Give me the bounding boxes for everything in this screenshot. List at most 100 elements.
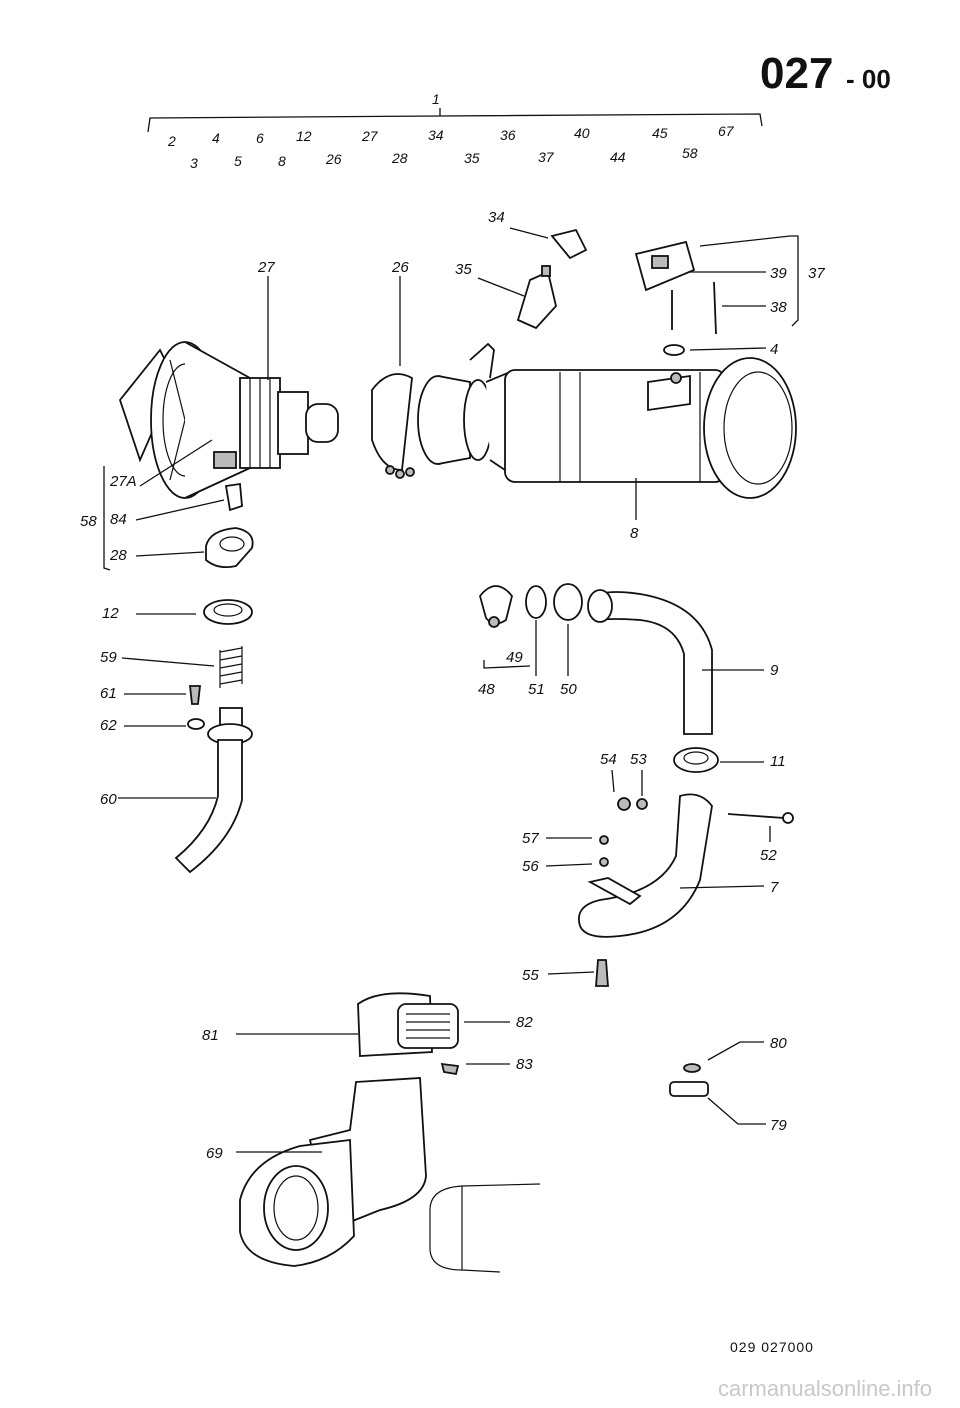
mount-plate <box>647 374 691 412</box>
label-27a: 27A <box>109 473 137 490</box>
exchanger-outlet <box>703 357 797 499</box>
part-49-bolt <box>488 616 500 628</box>
header-number: 12 <box>296 128 312 144</box>
header-number: 28 <box>391 150 408 166</box>
label-12: 12 <box>102 605 119 622</box>
label-9: 9 <box>770 662 779 679</box>
part-38-rod <box>713 281 717 335</box>
part-26-clamp <box>371 373 413 471</box>
part-54-nut <box>617 797 631 811</box>
label-84: 84 <box>110 511 127 528</box>
label-59: 59 <box>100 649 117 666</box>
part-62-washer <box>187 718 205 730</box>
header-number: 2 <box>167 133 176 149</box>
label-79: 79 <box>770 1117 787 1134</box>
header-number: 27 <box>361 128 379 144</box>
part-80-washer <box>683 1063 701 1073</box>
part-79-sensor <box>669 1081 709 1097</box>
header-number: 3 <box>190 155 198 171</box>
header-number: 58 <box>682 145 698 161</box>
label-57: 57 <box>522 830 539 847</box>
part-57-nut <box>599 835 609 845</box>
part-56-washer <box>599 857 609 867</box>
part-labels: 34 35 26 27 39 37 38 4 27A 58 84 28 8 12… <box>80 209 825 1162</box>
label-26: 26 <box>391 259 409 276</box>
label-27: 27 <box>257 259 275 276</box>
label-28: 28 <box>109 547 127 564</box>
part-61-screw <box>188 685 202 705</box>
fan-mount-tab <box>213 451 237 469</box>
header-row-2: 3 5 8 26 28 35 37 44 58 <box>190 145 698 171</box>
part-83-screw <box>440 1062 460 1076</box>
label-8: 8 <box>630 525 639 542</box>
heater-outline <box>429 1183 541 1273</box>
part-53-nut <box>636 798 648 810</box>
watermark: carmanualsonline.info <box>718 1376 932 1401</box>
part-51-ring <box>525 585 547 619</box>
part-9-elbow-pipe <box>588 591 713 735</box>
label-55: 55 <box>522 967 539 984</box>
label-81: 81 <box>202 1027 219 1044</box>
label-52: 52 <box>760 847 777 864</box>
header-number: 26 <box>325 151 342 167</box>
header-number: 4 <box>212 130 220 146</box>
part-35-glow-plug <box>516 270 557 330</box>
part-11-grommet <box>673 747 719 773</box>
part-28-housing <box>205 527 254 569</box>
reference-number: 029 027000 <box>730 1339 814 1355</box>
group-number: 1 <box>432 91 440 107</box>
label-60: 60 <box>100 791 117 808</box>
label-39: 39 <box>770 265 787 282</box>
label-51: 51 <box>528 681 545 698</box>
part-52-bolt <box>727 813 785 819</box>
clamp-assembly <box>479 585 513 628</box>
label-61: 61 <box>100 685 117 702</box>
part-8-exchanger-body <box>504 369 726 483</box>
header-number: 35 <box>464 150 480 166</box>
label-11: 11 <box>770 753 786 770</box>
bracket-pipe <box>469 342 495 379</box>
label-38: 38 <box>770 299 787 316</box>
label-56: 56 <box>522 858 539 875</box>
label-37: 37 <box>808 265 825 282</box>
heat-exchanger-assembly <box>371 342 797 499</box>
header-number: 40 <box>574 125 590 141</box>
header-number: 44 <box>610 149 626 165</box>
label-54: 54 <box>600 751 617 768</box>
part-50-ring <box>553 583 583 621</box>
header-number: 36 <box>500 127 516 143</box>
label-53: 53 <box>630 751 647 768</box>
part-34-elbow <box>550 228 588 260</box>
page-subtitle: - 00 <box>846 64 891 94</box>
label-50: 50 <box>560 681 577 698</box>
label-69: 69 <box>206 1145 223 1162</box>
part-12-grommet <box>203 599 253 625</box>
header-number: 37 <box>538 149 555 165</box>
label-4: 4 <box>770 341 778 358</box>
label-35: 35 <box>455 261 472 278</box>
header-row-1: 2 4 6 12 27 34 36 40 45 67 <box>167 123 735 149</box>
label-82: 82 <box>516 1014 533 1031</box>
part-69-duct <box>239 1077 427 1267</box>
part-55-bolt <box>595 959 609 987</box>
header-number: 8 <box>278 153 286 169</box>
part-84-clip <box>224 482 243 512</box>
header-number: 34 <box>428 127 444 143</box>
tail-pipe-bracket <box>587 877 642 906</box>
label-34: 34 <box>488 209 505 226</box>
page-title: 027 <box>760 49 833 98</box>
label-80: 80 <box>770 1035 787 1052</box>
header-number: 6 <box>256 130 264 146</box>
part-60-exhaust-pipe <box>174 707 253 874</box>
motor-shaft <box>305 403 339 443</box>
blower-assembly <box>118 341 339 499</box>
header-number: 67 <box>718 123 735 139</box>
part-59-spring <box>219 646 243 688</box>
part-4-washer <box>663 344 685 356</box>
part-82-grille <box>397 1003 459 1049</box>
part-7-tail-pipe <box>578 793 713 938</box>
air-grille-assembly <box>357 992 459 1057</box>
label-62: 62 <box>100 717 117 734</box>
label-83: 83 <box>516 1056 533 1073</box>
